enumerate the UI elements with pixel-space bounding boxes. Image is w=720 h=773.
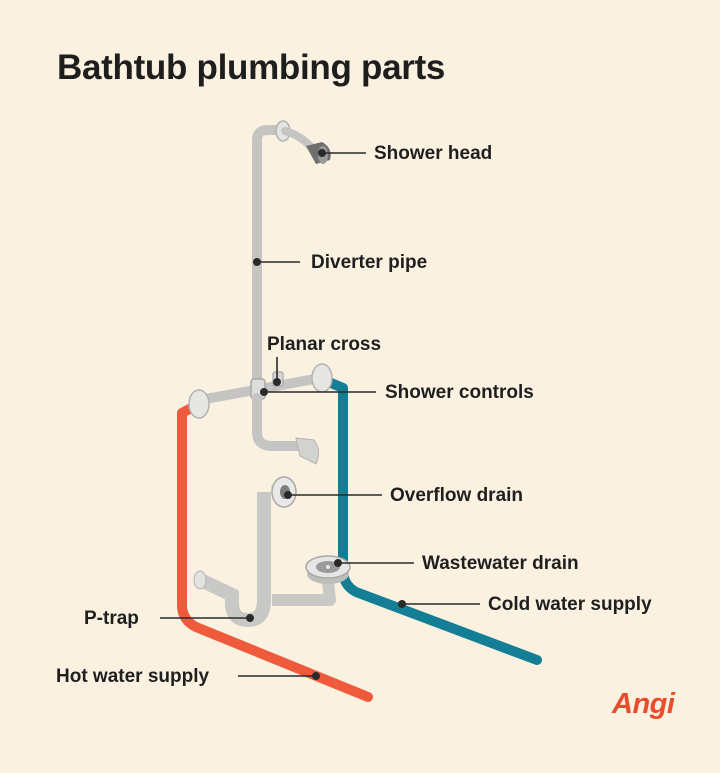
label-diverter-pipe: Diverter pipe	[311, 252, 428, 273]
label-shower-head: Shower head	[374, 143, 493, 164]
tub-spout-pipe	[252, 393, 305, 451]
label-wastewater-drain: Wastewater drain	[422, 553, 579, 574]
hot-water-pipe	[177, 400, 373, 702]
label-planar-cross: Planar cross	[267, 334, 382, 355]
page-title: Bathtub plumbing parts	[57, 48, 446, 87]
label-hot-water-supply: Hot water supply	[56, 666, 210, 687]
leader-lines	[160, 149, 480, 680]
drain-assembly	[193, 476, 351, 628]
cold-water-pipe	[319, 375, 542, 665]
label-p-trap: P-trap	[84, 608, 139, 629]
brand-logo: Angi	[612, 688, 675, 720]
tub-spout	[295, 437, 320, 465]
hot-valve	[188, 389, 210, 419]
label-overflow-drain: Overflow drain	[390, 485, 524, 506]
p-trap-pipe	[198, 575, 271, 628]
cold-valve	[311, 363, 333, 393]
label-cold-water-supply: Cold water supply	[488, 594, 652, 615]
diverter-pipe	[252, 125, 287, 395]
label-shower-controls: Shower controls	[385, 382, 534, 403]
